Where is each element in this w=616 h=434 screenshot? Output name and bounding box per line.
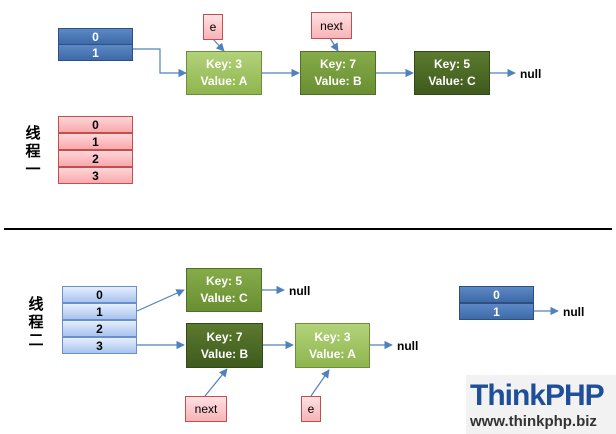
t2-node-key5-value: Value: C: [200, 291, 248, 305]
t2-old-table-slot-1: 1: [459, 303, 534, 320]
new-table-slot-1: 1: [58, 133, 133, 150]
thinkphp-logo: ThinkPHP www.thinkphp.biz: [466, 375, 616, 434]
t2-node-key3-key: Key: 3: [314, 329, 351, 344]
t2-tag-e: e: [301, 396, 321, 422]
node-key7-key: Key: 7: [319, 57, 357, 71]
t2-table-slot-3: 3: [62, 337, 137, 354]
arrow-e-to-key3: [212, 38, 225, 52]
node-key5-key: Key: 5: [433, 57, 471, 71]
t2-node-key5: Key: 5 Value: C: [186, 268, 262, 312]
t2-node-key7-key: Key: 7: [206, 329, 243, 344]
t2-node-key5-key: Key: 5: [205, 274, 243, 288]
t2-node-key7-value: Value: B: [200, 346, 249, 361]
arrow-old-slot1-to-key3: [133, 48, 187, 78]
logo-url: www.thinkphp.biz: [470, 413, 597, 430]
node-key5-value: Value: C: [428, 74, 476, 88]
t2-old-table-slot-0: 0: [459, 286, 534, 303]
thread-divider: [4, 228, 612, 230]
node-key3: Key: 3 Value: A: [186, 51, 262, 95]
t2-table-slot-1: 1: [62, 303, 137, 320]
null-label-t2-c: null: [563, 305, 585, 319]
t2-node-key7: Key: 7 Value: B: [186, 323, 263, 368]
node-key3-value: Value: A: [200, 74, 248, 88]
arrow-next-to-key7: [329, 37, 339, 52]
null-label-t2-a: null: [289, 284, 311, 298]
node-key7: Key: 7 Value: B: [300, 51, 376, 95]
node-key5: Key: 5 Value: C: [414, 51, 490, 95]
old-table-slot-1: 1: [58, 44, 133, 61]
arrow-next-to-key7-t2: [204, 368, 228, 397]
new-table-slot-2: 2: [58, 150, 133, 167]
t2-node-key3-value: Value: A: [309, 346, 356, 361]
tag-next: next: [311, 12, 352, 39]
tag-e: e: [203, 14, 223, 40]
null-label-t2-b: null: [397, 339, 419, 353]
t2-table-slot-2: 2: [62, 320, 137, 337]
node-key3-key: Key: 3: [205, 57, 243, 71]
old-table-slot-0: 0: [58, 28, 133, 45]
arrow-slot1-to-key5: [136, 289, 185, 312]
thread-one-label: 线程一: [25, 124, 41, 178]
null-label-thread-one: null: [520, 67, 542, 81]
arrow-e-to-key3-t2: [310, 369, 330, 397]
node-key7-value: Value: B: [314, 74, 362, 88]
new-table-slot-3: 3: [58, 167, 133, 184]
t2-tag-next: next: [185, 396, 227, 422]
new-table-slot-0: 0: [58, 116, 133, 133]
logo-title: ThinkPHP: [470, 379, 605, 412]
t2-table-slot-0: 0: [62, 286, 137, 303]
thread-two-label: 线程二: [28, 295, 44, 349]
t2-node-key3: Key: 3 Value: A: [295, 323, 370, 368]
